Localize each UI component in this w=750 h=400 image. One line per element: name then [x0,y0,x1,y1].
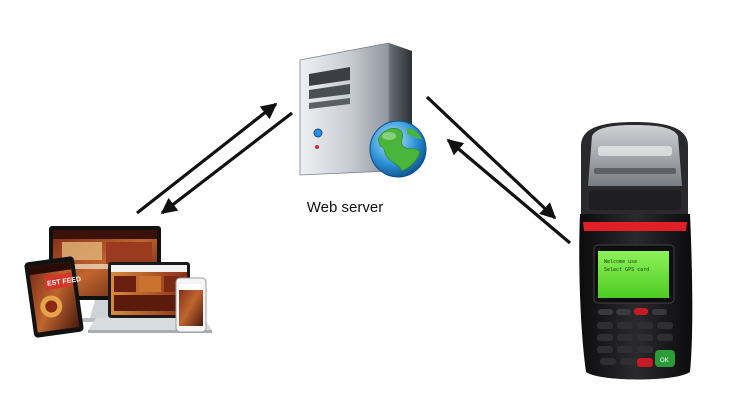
multi-device-icon: EST FEED [24,226,212,338]
terminal-screen-line-2: Select GPS card [604,267,649,273]
arrows [136,95,572,245]
arrow-terminal-to-server [446,138,572,245]
terminal-cancel-key [637,358,653,367]
terminal-screen-line-1: Welcome use [604,259,637,265]
phone [175,277,207,333]
globe-icon [369,120,427,178]
server-label: Web server [306,199,384,216]
tablet: EST FEED [24,256,84,338]
arrow-client-to-server [136,102,278,215]
arrow-server-to-client [160,111,293,215]
terminal-ok-key-label: OK [660,358,669,364]
terminal-ok-key [655,350,675,367]
arrow-server-to-terminal [425,95,557,220]
tablet-banner-text: EST FEED [47,276,82,288]
terminal-keypad [597,322,673,365]
pos-printer-terminal-icon: Welcome use Select GPS card [579,122,693,380]
